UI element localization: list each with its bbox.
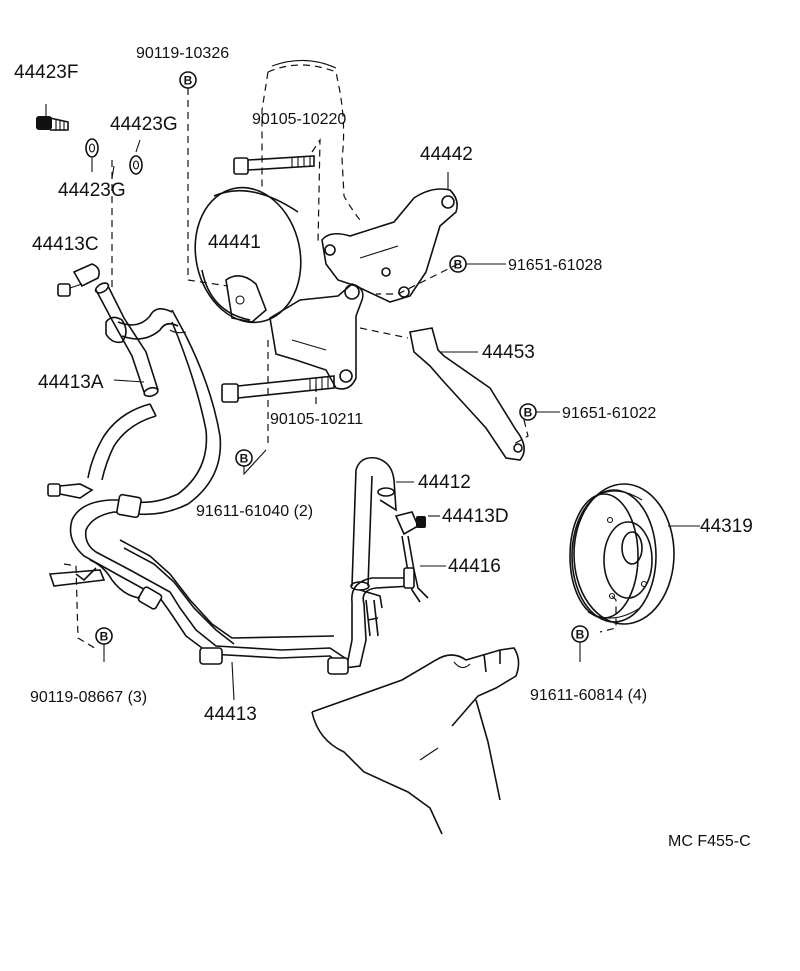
callout-91611-60814: 91611-60814 (4) xyxy=(530,687,647,704)
callout-44413A: 44413A xyxy=(38,372,104,393)
bracket-44442 xyxy=(321,188,458,303)
svg-text:B: B xyxy=(524,406,533,420)
leader-lines xyxy=(187,88,529,448)
gasket-44423G-a xyxy=(85,138,99,158)
callout-44319: 44319 xyxy=(700,516,753,537)
callout-44441: 44441 xyxy=(208,232,261,253)
callout-90105-10220: 90105-10220 xyxy=(252,111,346,128)
bolt-90105-10211 xyxy=(221,375,335,403)
steering-gear-housing xyxy=(311,647,520,835)
pulley-44319 xyxy=(569,483,675,633)
badge-b-5: B xyxy=(95,627,113,645)
callout-90105-10211: 90105-10211 xyxy=(270,411,363,428)
svg-text:B: B xyxy=(576,628,585,642)
svg-text:B: B xyxy=(240,452,249,466)
tube-44416 xyxy=(359,535,429,637)
badge-b-2: B xyxy=(449,255,467,273)
callout-44413: 44413 xyxy=(204,704,257,725)
badge-b-4: B xyxy=(235,449,253,467)
pipe-assembly-44413 xyxy=(69,493,413,675)
callout-44413D: 44413D xyxy=(442,506,509,527)
gasket-44423G-b xyxy=(129,155,143,175)
callout-91651-61022: 91651-61022 xyxy=(562,405,656,422)
callout-44453: 44453 xyxy=(482,342,535,363)
figure-code: MC F455-C xyxy=(668,833,751,850)
pump-reservoir-outline xyxy=(261,59,361,221)
pressure-hose xyxy=(117,308,222,516)
callout-91651-61028: 91651-61028 xyxy=(508,257,602,274)
hose-44412 xyxy=(350,456,397,591)
callout-44423G-top: 44423G xyxy=(110,114,178,135)
return-hose xyxy=(87,403,157,481)
svg-text:B: B xyxy=(454,258,463,272)
callout-44442: 44442 xyxy=(420,144,473,165)
callout-44423F: 44423F xyxy=(14,62,78,83)
badge-b-1: B xyxy=(179,71,197,89)
clamp-bolt-left xyxy=(47,483,94,499)
badge-b-3: B xyxy=(519,403,537,421)
callout-90119-10326: 90119-10326 xyxy=(136,45,229,62)
callout-44416: 44416 xyxy=(448,556,501,577)
bolt-90105-10220 xyxy=(233,155,315,175)
clamp-44413C xyxy=(57,263,100,297)
mount-plate xyxy=(269,283,364,390)
svg-text:B: B xyxy=(100,630,109,644)
badge-b-6: B xyxy=(571,625,589,643)
union-bolt-44423F xyxy=(36,116,69,131)
callout-91611-61040: 91611-61040 (2) xyxy=(196,503,313,520)
pump-body-44441 xyxy=(194,186,302,324)
hose-44413A xyxy=(94,282,159,398)
svg-text:B: B xyxy=(184,74,193,88)
callout-leaders xyxy=(45,104,700,701)
callout-44423G-bottom: 44423G xyxy=(58,180,126,201)
callout-44412: 44412 xyxy=(418,472,471,493)
stay-44453 xyxy=(409,327,525,461)
pipe-bracket-left xyxy=(48,563,106,651)
callout-44413C: 44413C xyxy=(32,234,99,255)
clamp-44413D xyxy=(394,511,426,536)
callout-90119-08667: 90119-08667 (3) xyxy=(30,689,147,706)
